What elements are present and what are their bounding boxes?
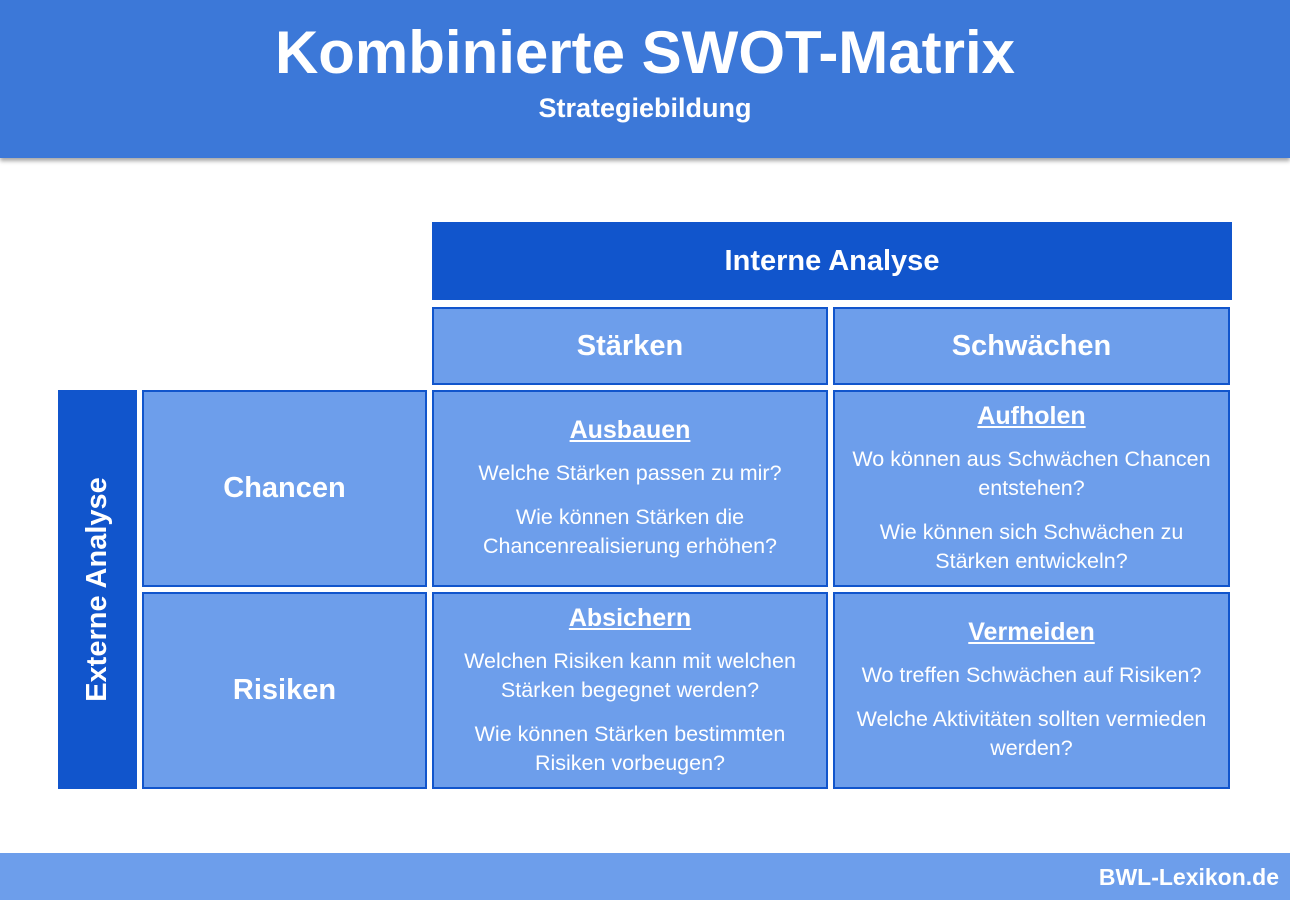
cell-title: Aufholen	[977, 401, 1086, 430]
row-label-chancen: Chancen	[223, 472, 346, 504]
column-header-schwaechen: Schwächen	[833, 307, 1230, 385]
page-title: Kombinierte SWOT-Matrix	[274, 19, 1016, 86]
cell-title: Vermeiden	[968, 618, 1095, 646]
cell-question: Wie können Stärken die Chancenrealisieru…	[482, 505, 778, 558]
page-subtitle: Strategiebildung	[538, 93, 752, 123]
externe-analyse-label: Externe Analyse	[81, 477, 114, 702]
cell-question: Wie können sich Schwächen zu Stärken ent…	[879, 519, 1184, 573]
cell-vermeiden: Vermeiden Wo treffen Schwächen auf Risik…	[833, 592, 1230, 789]
cell-question: Wo treffen Schwächen auf Risiken?	[861, 663, 1202, 687]
cell-absichern: Absichern Welchen Risiken kann mit welch…	[432, 592, 828, 789]
cell-aufholen: Aufholen Wo können aus Schwächen Chancen…	[833, 390, 1230, 587]
footer-bar: BWL-Lexikon.de	[0, 853, 1290, 900]
interne-analyse-label: Interne Analyse	[724, 244, 940, 277]
column-header-staerken: Stärken	[432, 307, 828, 385]
cell-question: Wie können Stärken bestimmten Risiken vo…	[474, 721, 786, 775]
cell-title: Ausbauen	[569, 416, 691, 444]
cell-question: Wo können aus Schwächen Chancen entstehe…	[852, 446, 1211, 500]
column-label-schwaechen: Schwächen	[951, 329, 1112, 362]
cell-question: Welche Stärken passen zu mir?	[478, 461, 782, 485]
header-banner: Kombinierte SWOT-Matrix Strategiebildung	[0, 0, 1290, 158]
cell-question: Welche Aktivitäten sollten vermieden wer…	[856, 707, 1207, 760]
externe-analyse-header: Externe Analyse	[58, 390, 137, 789]
row-header-risiken: Risiken	[142, 592, 427, 789]
cell-question: Welchen Risiken kann mit welchen Stärken…	[464, 648, 796, 702]
cell-ausbauen: Ausbauen Welche Stärken passen zu mir? W…	[432, 390, 828, 587]
row-label-risiken: Risiken	[232, 674, 337, 706]
interne-analyse-header: Interne Analyse	[432, 222, 1232, 300]
cell-title: Absichern	[568, 603, 692, 632]
brand-label: BWL-Lexikon.de	[1098, 864, 1279, 890]
column-label-staerken: Stärken	[576, 329, 684, 362]
row-header-chancen: Chancen	[142, 390, 427, 587]
